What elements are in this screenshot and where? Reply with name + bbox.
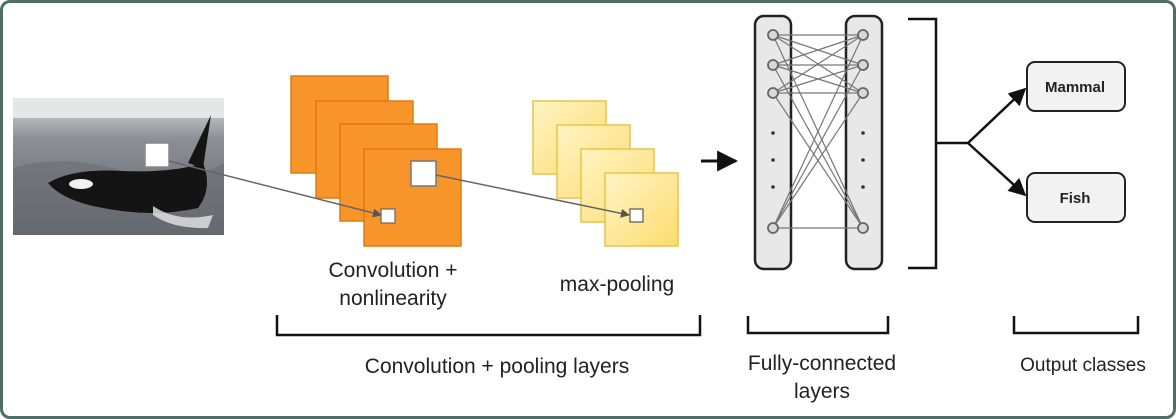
conv-feature-maps [290,75,462,247]
fc-layers [753,14,884,271]
class-box-fish: Fish [1026,172,1126,223]
class-label-fish: Fish [1060,190,1091,207]
receptive-arrow-2 [435,174,630,218]
conv-pool-layers-label: Convolution + pooling layers [365,355,629,378]
bracket-output [1012,316,1140,335]
class-label-mammal: Mammal [1045,79,1105,96]
pool-label: max-pooling [560,273,674,296]
conv-label-line1: Convolution + [328,259,457,282]
fc-label-line2: layers [794,380,850,403]
class-box-mammal: Mammal [1026,61,1126,112]
conv-label-line2: nonlinearity [339,287,447,310]
bracket-fc [746,316,890,335]
pool-feature-maps [532,100,679,247]
fc-label-line1: Fully-connected [748,352,896,375]
receptive-arrow-1 [168,160,382,218]
cnn-diagram: Mammal Fish Convolution + nonlinearity m… [13,14,1146,403]
output-classes-label: Output classes [1020,355,1146,376]
output-branch [908,17,1027,270]
bracket-conv-pool [275,315,702,337]
